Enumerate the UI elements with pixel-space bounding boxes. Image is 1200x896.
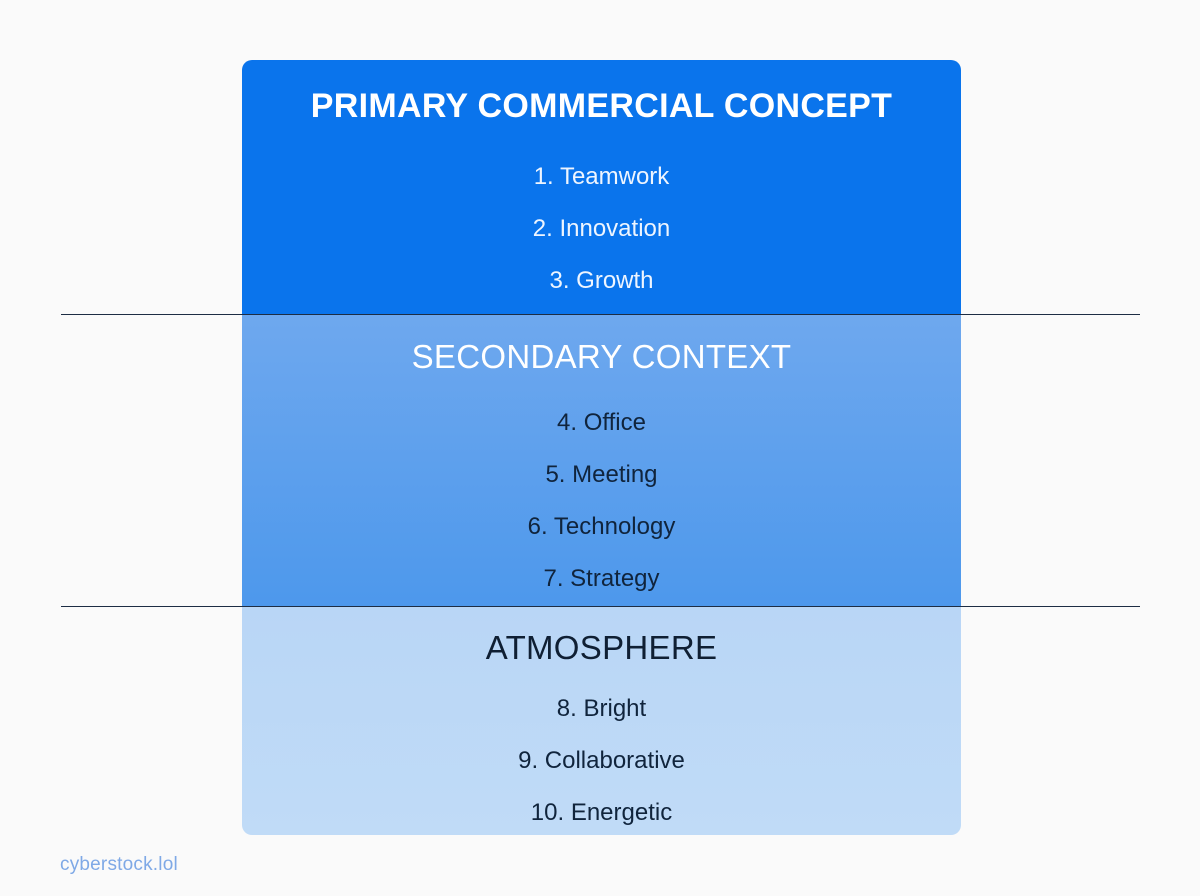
secondary-tier: SECONDARY CONTEXT 4. Office 5. Meeting 6…	[242, 315, 961, 607]
primary-tier-title: PRIMARY COMMERCIAL CONCEPT	[310, 87, 893, 125]
list-item: 9. Collaborative	[518, 747, 685, 774]
list-item: 4. Office	[557, 409, 646, 436]
list-item: 8. Bright	[556, 695, 647, 722]
secondary-tier-title: SECONDARY CONTEXT	[411, 338, 792, 375]
watermark: cyberstock.lol	[60, 854, 178, 875]
atmosphere-tier-list: 8. Bright 9. Collaborative 10. Energetic	[242, 683, 961, 835]
primary-tier: PRIMARY COMMERCIAL CONCEPT 1. Teamwork 2…	[242, 60, 961, 315]
atmosphere-tier: ATMOSPHERE 8. Bright 9. Collaborative 10…	[242, 607, 961, 835]
atmosphere-tier-title: ATMOSPHERE	[485, 629, 718, 666]
list-item: 2. Innovation	[532, 215, 671, 242]
list-item: 3. Growth	[549, 267, 654, 294]
tier-divider-primary-secondary	[61, 314, 1140, 315]
list-item: 10. Energetic	[530, 799, 673, 826]
tier-divider-secondary-atmosphere	[61, 606, 1140, 607]
list-item: 7. Strategy	[543, 565, 660, 592]
list-item: 1. Teamwork	[533, 163, 670, 190]
keyword-pyramid: PRIMARY COMMERCIAL CONCEPT 1. Teamwork 2…	[242, 60, 961, 835]
primary-tier-list: 1. Teamwork 2. Innovation 3. Growth	[242, 151, 961, 307]
secondary-tier-list: 4. Office 5. Meeting 6. Technology 7. St…	[242, 397, 961, 605]
list-item: 5. Meeting	[545, 461, 658, 488]
list-item: 6. Technology	[527, 513, 676, 540]
